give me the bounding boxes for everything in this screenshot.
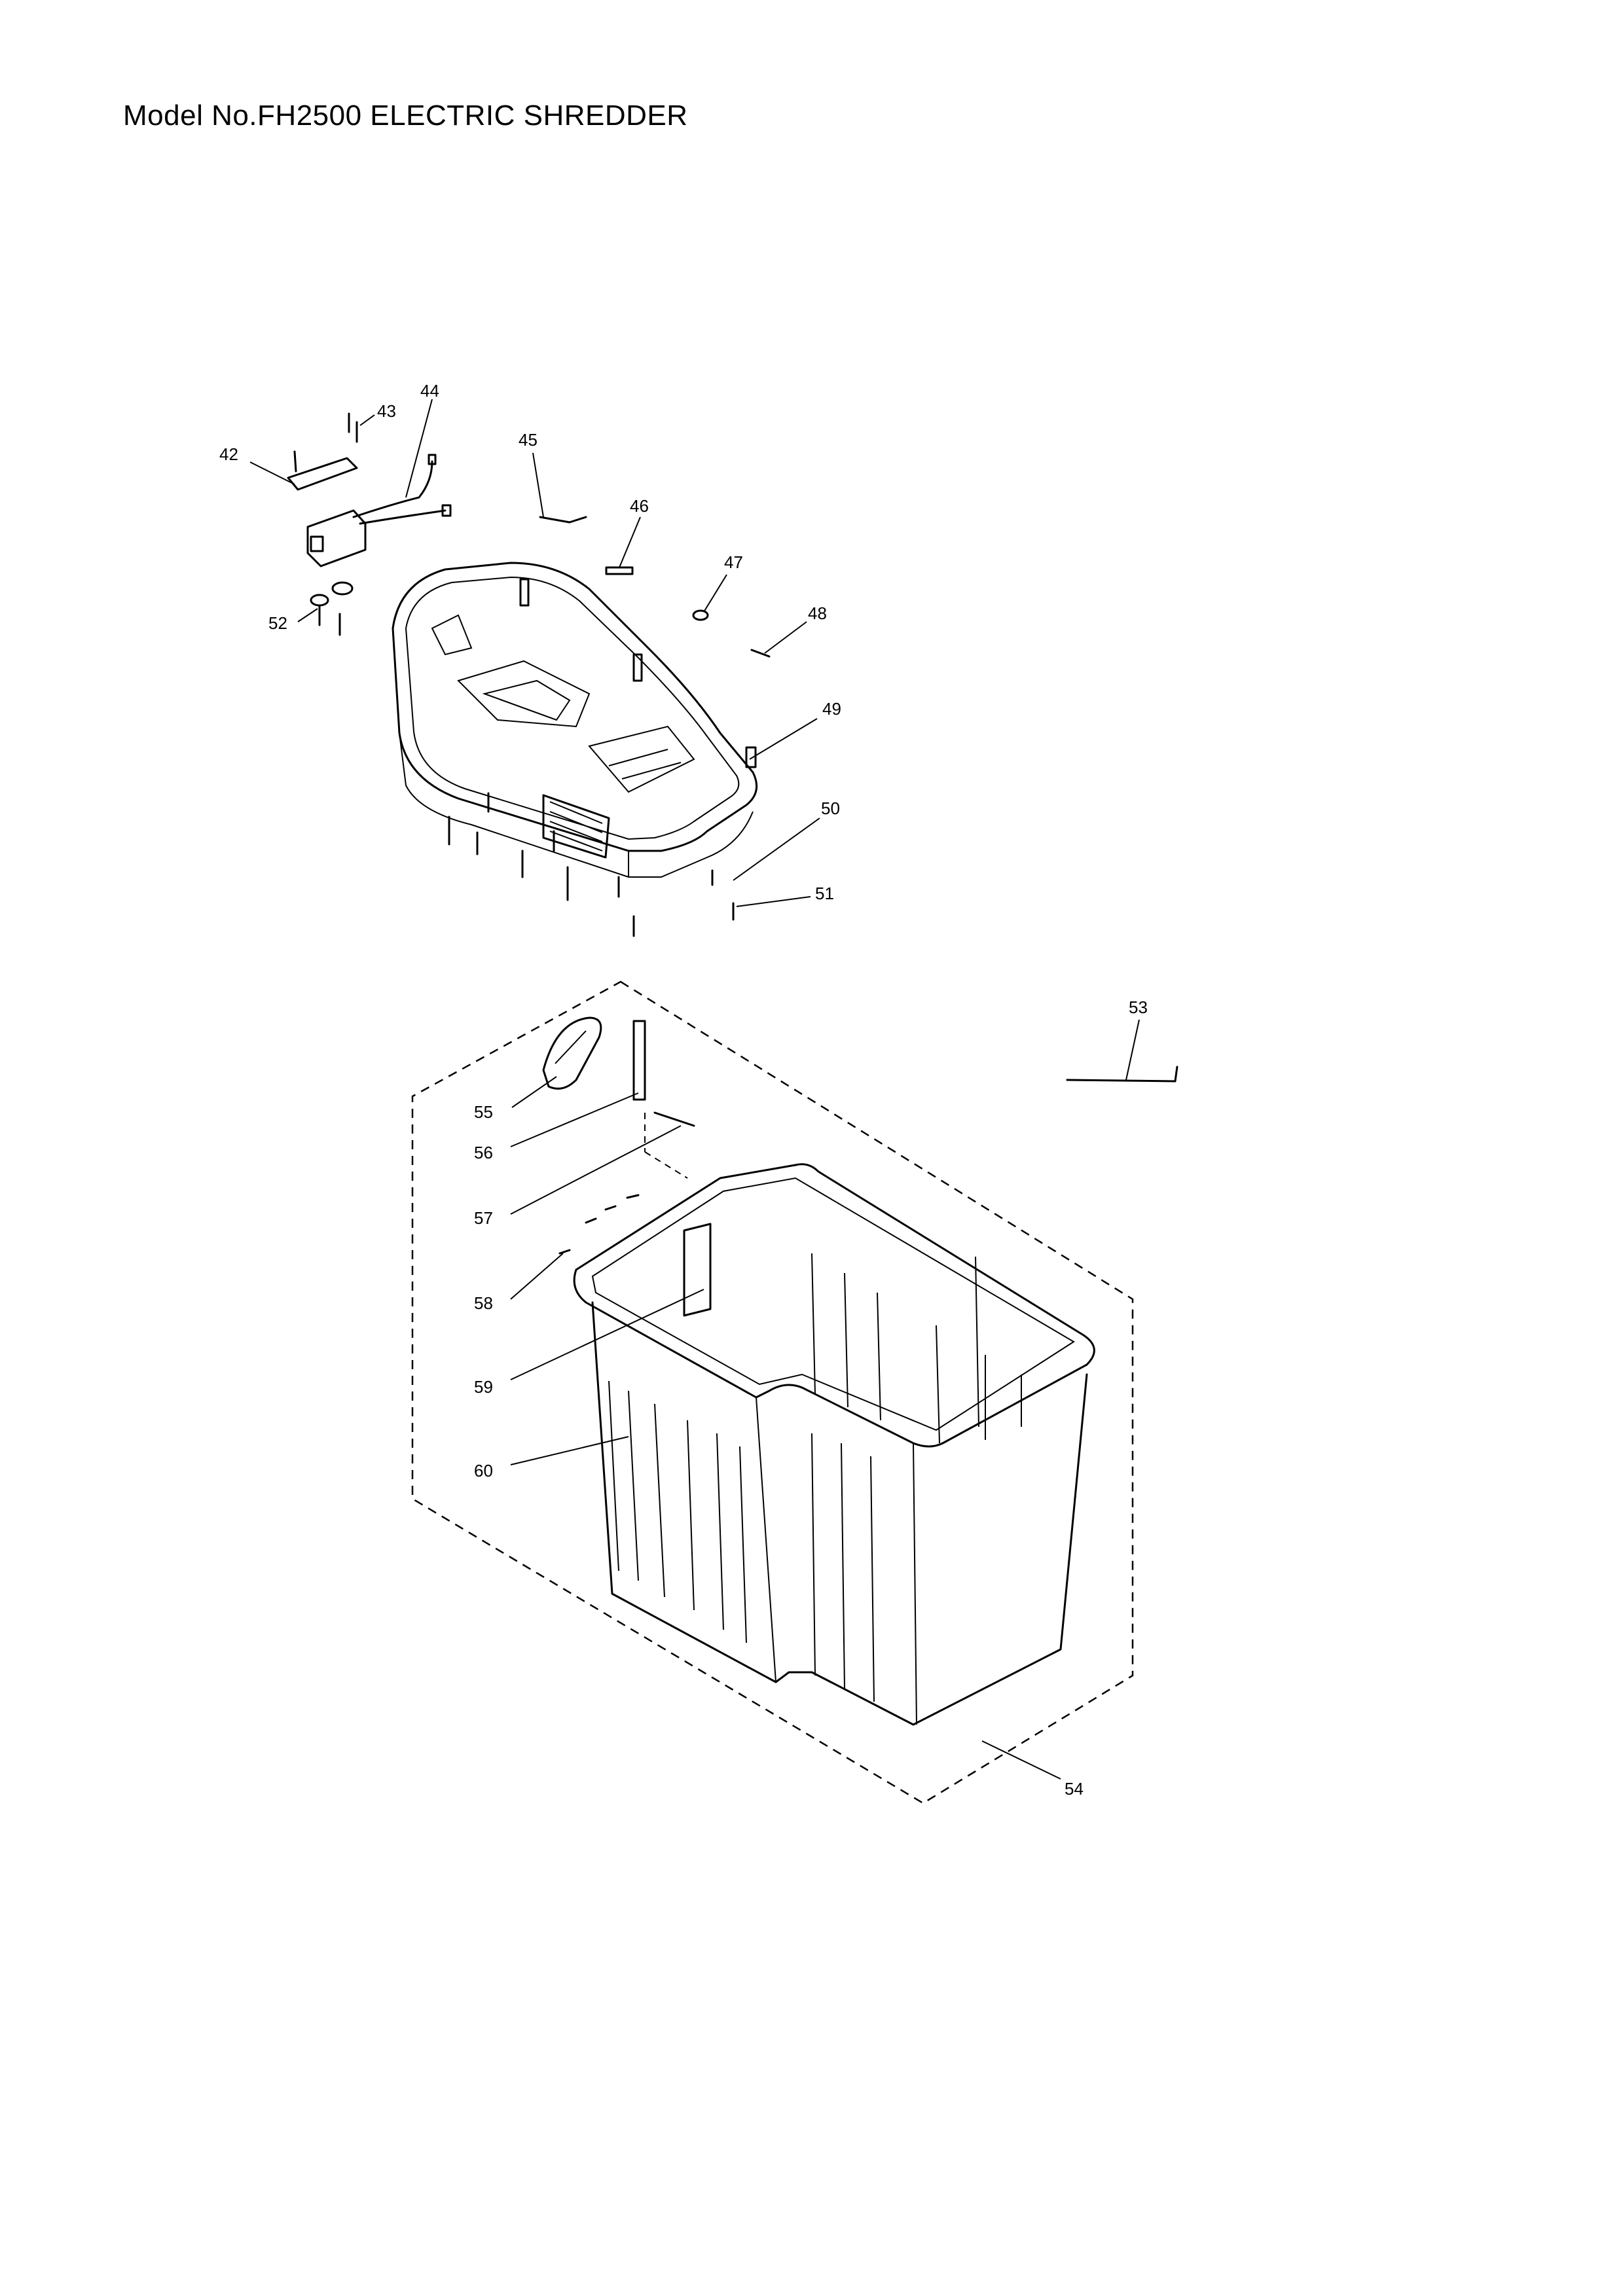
small-parts — [539, 516, 771, 658]
callout-59: 59 — [474, 1377, 493, 1397]
callout-48: 48 — [808, 603, 827, 623]
callout-60: 60 — [474, 1461, 493, 1480]
bin-kit-outline — [411, 980, 1134, 1804]
callout-43: 43 — [377, 401, 396, 421]
vent-grille — [542, 794, 610, 859]
pin-45 — [539, 516, 587, 524]
switch-box — [306, 509, 367, 567]
callout-47: 47 — [724, 552, 743, 572]
callout-56: 56 — [474, 1143, 493, 1162]
bottom-screws — [448, 792, 735, 937]
page-title: Model No.FH2500 ELECTRIC SHREDDER — [123, 99, 688, 132]
leader-lines — [249, 399, 1140, 1780]
callout-labels: 42 43 44 45 46 47 48 49 50 51 52 53 54 5… — [219, 381, 1148, 1799]
washer-47 — [692, 609, 709, 621]
switch-assembly — [287, 412, 452, 636]
switch-cable — [352, 460, 433, 518]
bin-handle — [542, 1016, 695, 1255]
lower-housing — [392, 562, 758, 878]
callout-49: 49 — [822, 699, 841, 719]
callout-45: 45 — [519, 430, 538, 450]
callout-58: 58 — [474, 1293, 493, 1313]
callout-46: 46 — [630, 496, 649, 516]
shaft-46 — [605, 566, 634, 575]
switch-cover-plate — [287, 457, 358, 491]
callout-42: 42 — [219, 444, 238, 464]
callout-57: 57 — [474, 1208, 493, 1228]
callout-52: 52 — [268, 613, 287, 633]
callout-51: 51 — [815, 884, 834, 903]
hex-key — [1066, 1066, 1178, 1083]
bolt-48 — [750, 649, 771, 658]
callout-54: 54 — [1065, 1779, 1084, 1799]
callout-44: 44 — [420, 381, 439, 401]
callout-53: 53 — [1129, 997, 1148, 1017]
collection-bin — [573, 1163, 1095, 1726]
callout-50: 50 — [821, 798, 840, 818]
callout-55: 55 — [474, 1102, 493, 1122]
